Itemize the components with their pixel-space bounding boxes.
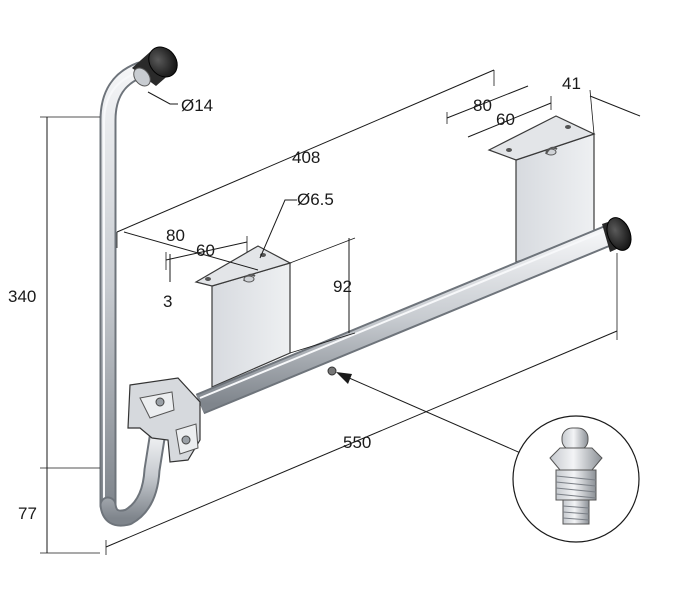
rubber-cap-top: [132, 46, 178, 87]
dim-bracket-thickness: 3: [163, 292, 172, 311]
drain-hanger-part: [99, 46, 632, 527]
rubber-cap-right: [602, 217, 632, 252]
dim-bracket-right-outer: 80: [473, 96, 492, 115]
dim-bottom-offset: 77: [18, 504, 37, 523]
dimension-lines: [40, 69, 641, 555]
dim-pipe-diameter: Ø14: [181, 96, 213, 115]
dim-bracket-left-outer: 80: [166, 226, 185, 245]
dim-overall-length-bottom: 550: [343, 433, 371, 452]
detail-callout-grease-nipple: [512, 415, 640, 543]
dim-bracket-left-inner: 60: [196, 241, 215, 260]
bent-tube: [99, 61, 167, 527]
dim-bracket-right-width: 41: [562, 74, 581, 93]
dim-bracket-height: 92: [333, 277, 352, 296]
dim-overall-length-top: 408: [292, 148, 320, 167]
fork-bracket: [127, 377, 201, 463]
dim-hole-diameter: Ø6.5: [297, 190, 334, 209]
horizontal-rail: [195, 223, 617, 415]
dim-bracket-right-inner: 60: [496, 110, 515, 129]
dim-overall-height: 340: [8, 287, 36, 306]
grease-nipple-icon: [549, 427, 603, 525]
